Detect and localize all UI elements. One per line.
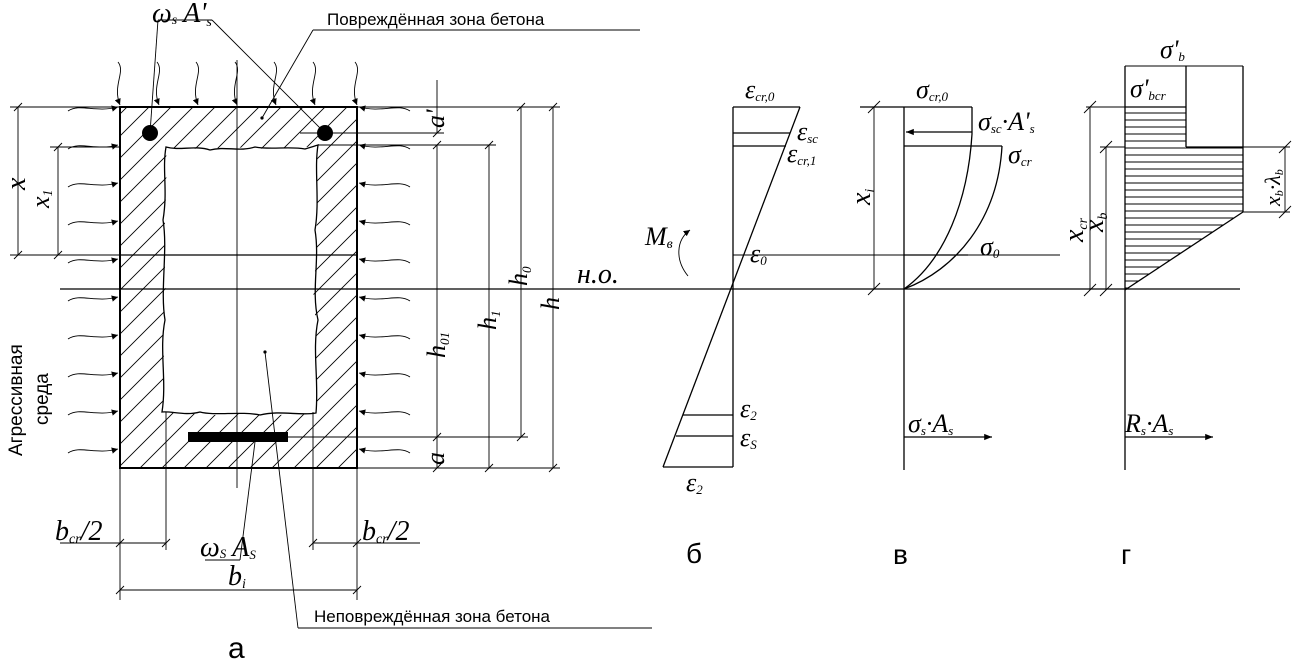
environment-arrow xyxy=(67,257,119,264)
environment-arrow xyxy=(67,219,119,226)
dim-x-label: x xyxy=(1,177,32,191)
environment-arrow xyxy=(358,219,411,226)
cross-section xyxy=(10,19,1240,629)
environment-label-2: среда xyxy=(32,373,53,425)
environment-arrow xyxy=(67,181,119,188)
environment-arrow xyxy=(67,409,119,416)
environment-arrow xyxy=(358,333,411,340)
environment-arrow xyxy=(358,295,411,302)
environment-arrow xyxy=(358,371,411,378)
sigma-b-label: σ'b xyxy=(1160,35,1185,64)
dim-bcr-left-label: bcr/2 xyxy=(55,516,102,547)
environment-arrow xyxy=(67,295,119,302)
eps-cr1-label: εcr,1 xyxy=(787,139,816,168)
dim-bi-label: bi xyxy=(228,561,246,592)
eps-2-label: ε2 xyxy=(740,394,757,423)
dim-h-label: h xyxy=(536,297,565,310)
Rs-As-label: Rs·As xyxy=(1124,409,1173,438)
eps-0-label: ε0 xyxy=(750,239,767,268)
sigma-cr0-label: σcr,0 xyxy=(916,75,948,104)
dim-a-bottom-label: a xyxy=(421,452,450,465)
environment-arrows xyxy=(67,61,411,454)
x-b-label: xb xyxy=(1079,213,1111,233)
environment-arrow xyxy=(67,371,119,378)
environment-arrow xyxy=(270,61,278,106)
eps-cr0-label: εcr,0 xyxy=(745,75,775,104)
eps-s-label: εS xyxy=(740,423,757,452)
environment-arrow xyxy=(231,61,239,106)
environment-arrow xyxy=(358,447,411,454)
caption-g: г xyxy=(1121,539,1131,570)
neutral-axis-label: н.о. xyxy=(577,259,619,290)
environment-arrow xyxy=(358,143,411,150)
eps-sc-label: εsc xyxy=(797,117,818,146)
stress-diagram-g xyxy=(1083,65,1292,470)
x-cr-label: xcr xyxy=(1059,217,1091,243)
caption-v: в xyxy=(893,539,908,570)
environment-arrow xyxy=(192,61,200,106)
stress-diagram-v xyxy=(860,100,1003,470)
environment-label-1: Агрессивная xyxy=(6,344,27,456)
sigma-s-As-label: σs·As xyxy=(908,409,953,438)
caption-a: а xyxy=(228,632,245,665)
sigma-bcr-label: σ'bcr xyxy=(1130,74,1167,103)
curve-sigma-cr xyxy=(903,145,1003,290)
moment-arrow xyxy=(678,229,691,277)
dim-h1-label: h1 xyxy=(473,311,503,331)
dim-h0-label: h0 xyxy=(504,266,534,286)
environment-arrow xyxy=(358,181,411,188)
environment-arrow xyxy=(67,143,119,150)
environment-arrow xyxy=(358,409,411,416)
bottom-rebar xyxy=(188,432,288,442)
damaged-zone-label: Повреждённая зона бетона xyxy=(327,10,545,29)
environment-arrow xyxy=(309,61,317,106)
dim-h01-label: h01 xyxy=(422,332,452,358)
dim-x1-label: x1 xyxy=(26,189,56,209)
curve-sigma-cr0 xyxy=(903,133,973,290)
environment-arrow xyxy=(153,61,161,106)
dim-bcr-right-label: bcr/2 xyxy=(362,516,409,547)
sigma-cr-label: σcr xyxy=(1008,140,1033,169)
undamaged-zone-label: Неповреждённая зона бетона xyxy=(314,607,551,626)
caption-b: б xyxy=(686,538,702,569)
moment-label: Mв xyxy=(644,222,673,252)
environment-arrow xyxy=(351,61,359,106)
environment-arrow xyxy=(114,61,122,106)
eps-2-bottom-label: ε2 xyxy=(686,468,703,497)
xb-lambda-label: xb·λb xyxy=(1260,169,1286,207)
environment-arrow xyxy=(67,105,119,112)
dim-a-top-label: a' xyxy=(421,109,450,128)
environment-arrow xyxy=(67,447,119,454)
strain-line xyxy=(662,106,801,468)
strain-diagram xyxy=(662,106,1060,468)
section-outline xyxy=(119,106,358,469)
x-i-label: xi xyxy=(846,189,878,206)
environment-arrow xyxy=(358,257,411,264)
environment-arrow xyxy=(358,105,411,112)
sigma-sc-As-label: σsc·A's xyxy=(978,107,1035,136)
undamaged-zone-boundary xyxy=(161,144,319,416)
environment-arrow xyxy=(67,333,119,340)
sigma-0-label: σ0 xyxy=(980,232,1000,261)
